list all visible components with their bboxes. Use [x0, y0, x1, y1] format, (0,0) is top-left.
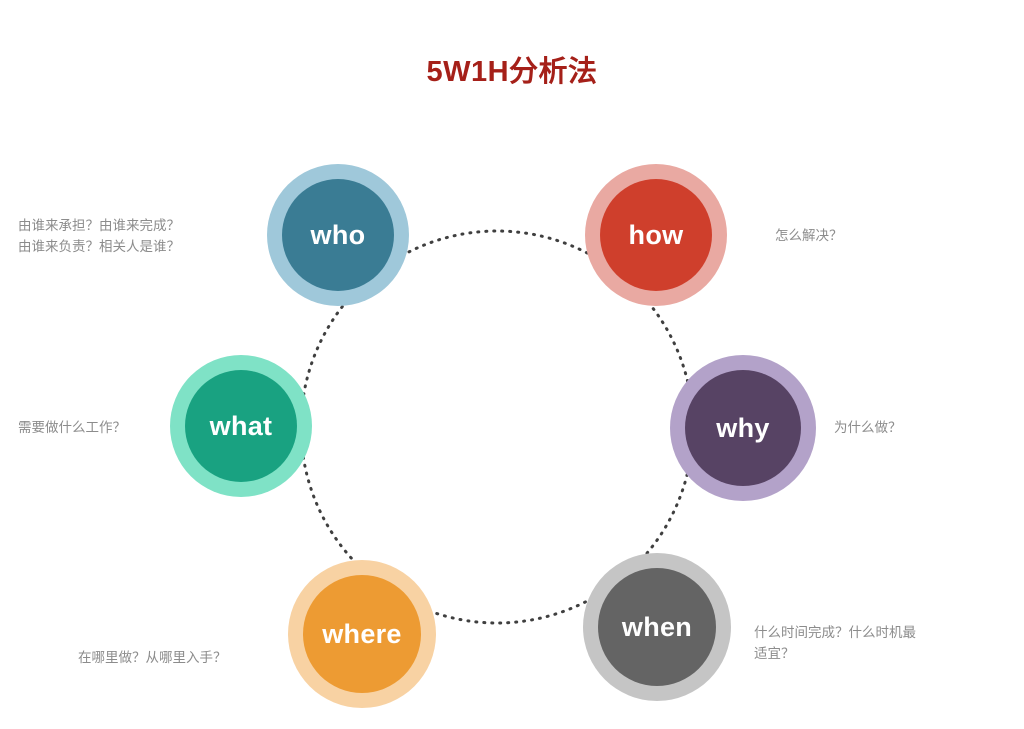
node-where[interactable]: where [288, 560, 436, 708]
node-how-core: how [600, 179, 712, 291]
caption-what: 需要做什么工作？ [18, 420, 126, 435]
node-who[interactable]: who [267, 164, 409, 306]
node-why-core: why [685, 370, 801, 486]
node-when[interactable]: when [583, 553, 731, 701]
node-who-core: who [282, 179, 394, 291]
caption-where: 在哪里做？从哪里入手？ [78, 650, 227, 665]
caption-when: 什么时间完成？什么时机最 适宜？ [754, 625, 916, 661]
caption-how: 怎么解决？ [775, 228, 843, 243]
caption-who: 由谁来承担？由谁来完成？ 由谁来负责？相关人是谁？ [18, 218, 180, 254]
node-what-core: what [185, 370, 297, 482]
node-why-label: why [716, 412, 770, 443]
node-what-label: what [209, 410, 273, 441]
node-why[interactable]: why [670, 355, 816, 501]
caption-why: 为什么做？ [834, 420, 902, 435]
node-when-core: when [598, 568, 716, 686]
node-how[interactable]: how [585, 164, 727, 306]
node-when-label: when [621, 611, 693, 642]
node-where-core: where [303, 575, 421, 693]
node-where-label: where [322, 618, 402, 649]
node-how-label: how [628, 219, 684, 250]
page-title: 5W1H分析法 [426, 56, 598, 88]
node-who-label: who [310, 219, 366, 250]
node-what[interactable]: what [170, 355, 312, 497]
